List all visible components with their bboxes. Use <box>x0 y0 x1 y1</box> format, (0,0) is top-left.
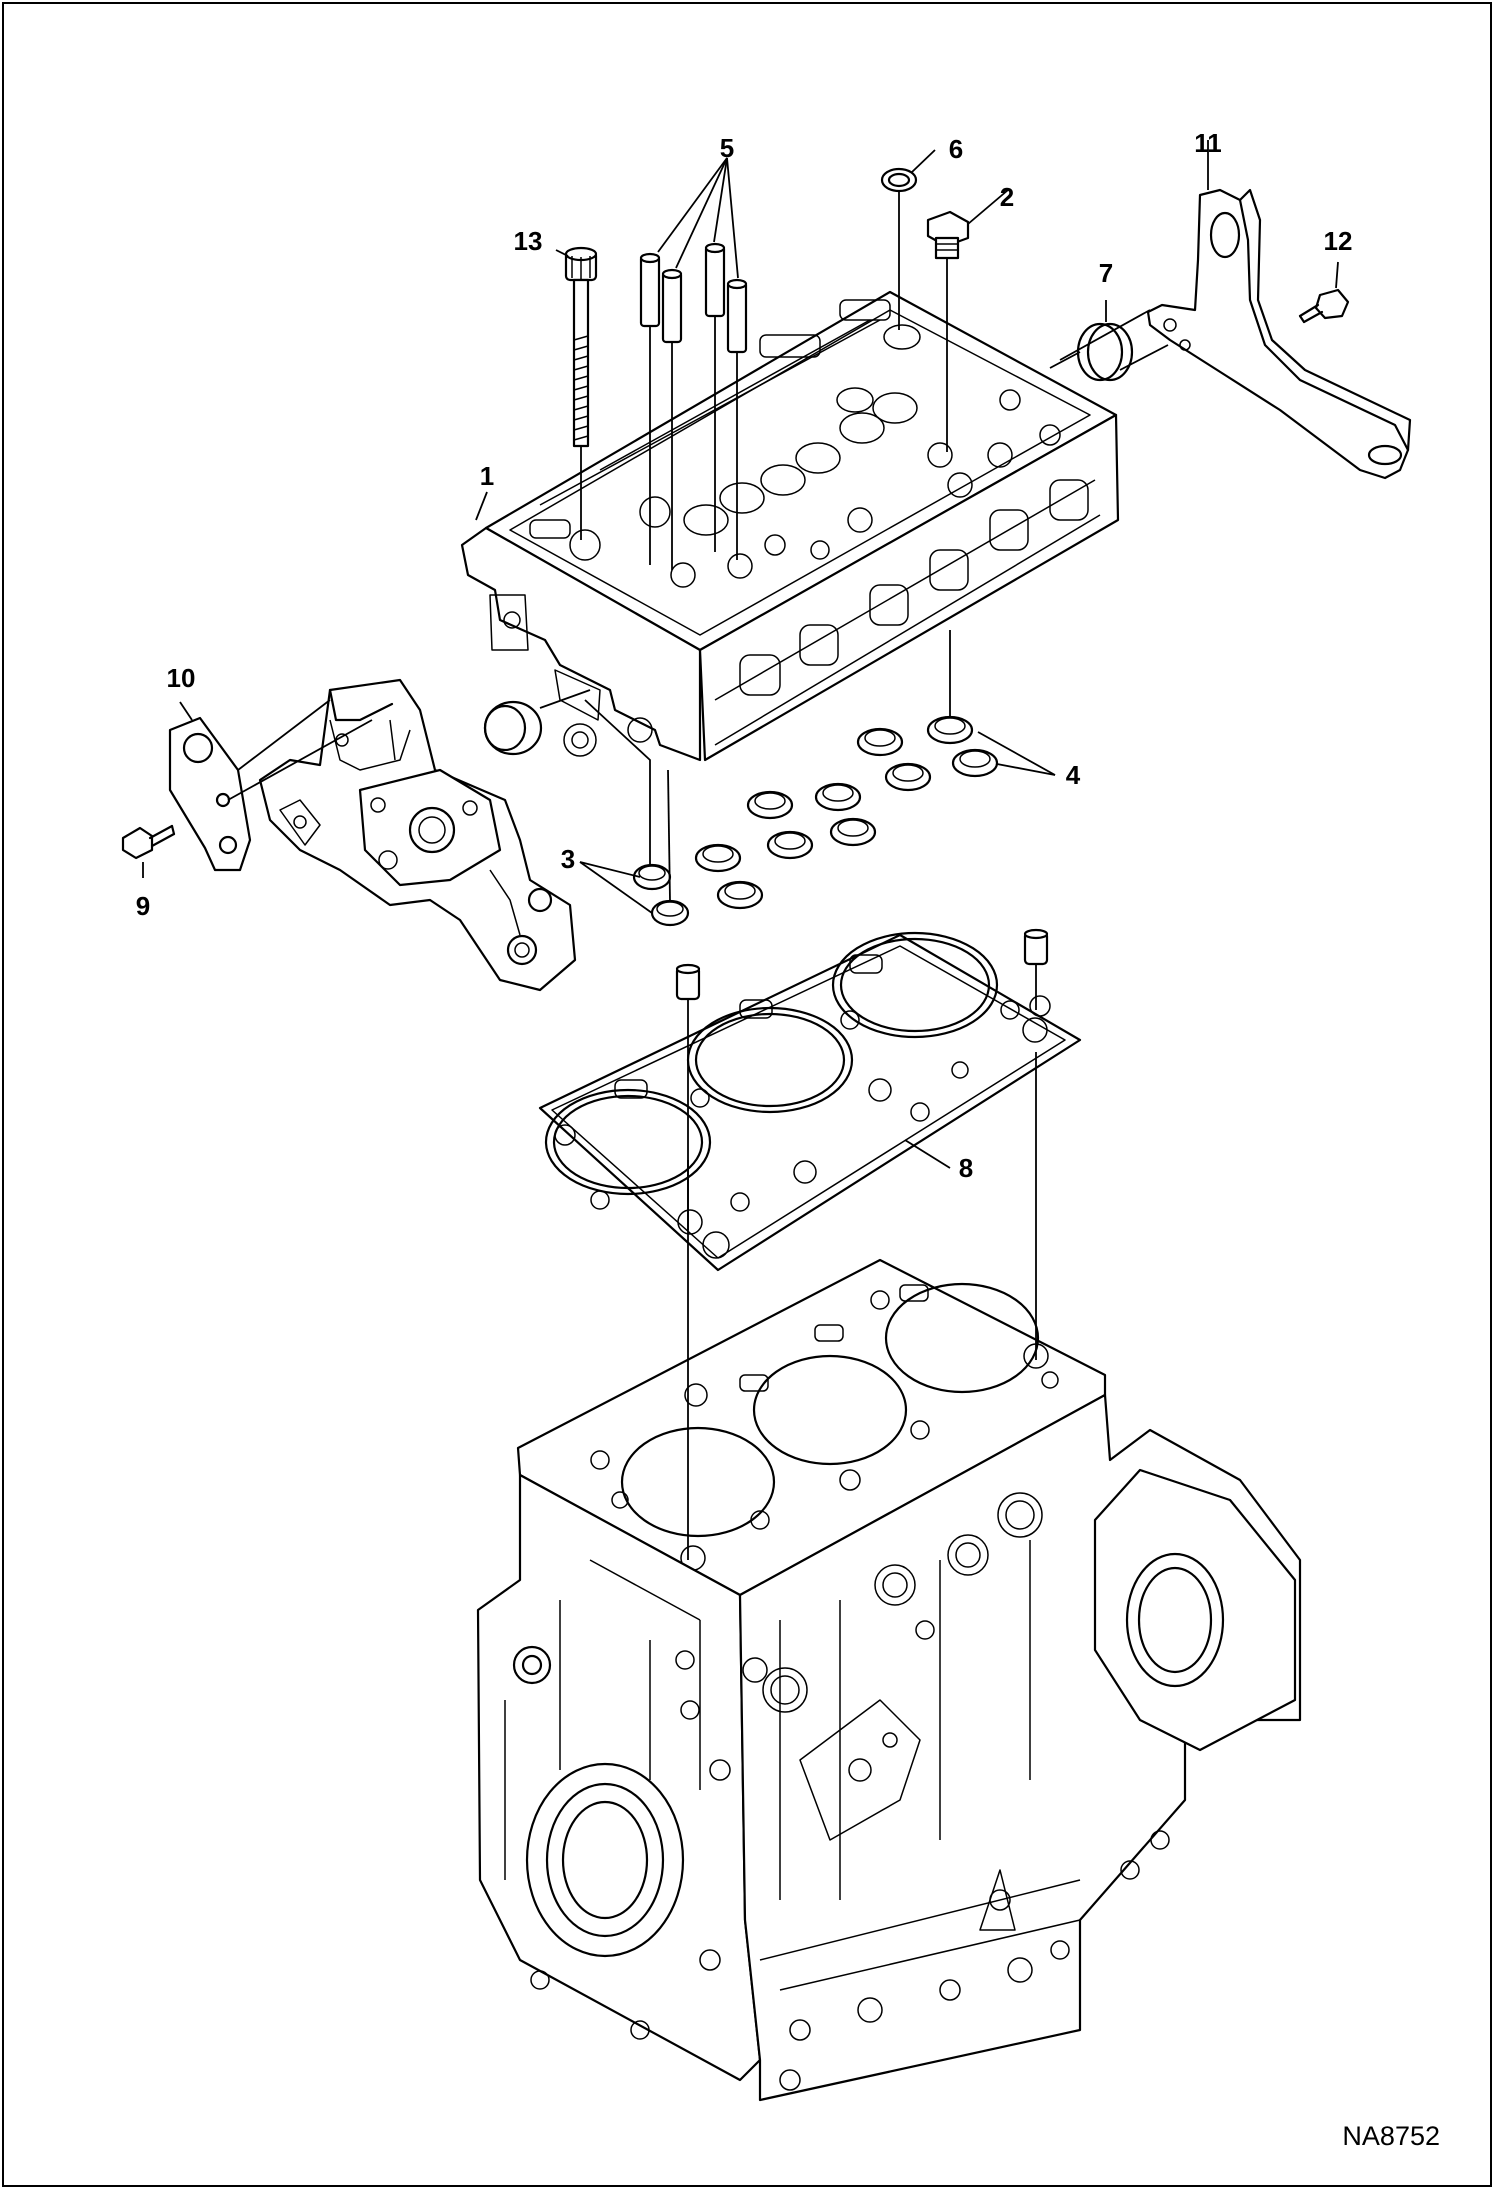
part-3-seals <box>483 700 999 927</box>
callout-13: 13 <box>514 226 543 256</box>
engine-block <box>476 1258 1302 2102</box>
part-8-head-gasket <box>538 931 1082 1272</box>
part-2-plug <box>926 210 970 260</box>
callout-5: 5 <box>720 133 734 163</box>
callout-10: 10 <box>167 663 196 693</box>
part-10-bracket <box>168 716 252 872</box>
part-1-cylinder-head <box>460 290 1120 762</box>
dowel-pins <box>675 928 1049 1001</box>
callout-6: 6 <box>949 134 963 164</box>
part-12-bolt <box>1298 288 1350 324</box>
callouts: 1 2 3 4 5 6 7 8 9 10 11 12 13 <box>136 128 1353 1183</box>
callout-2: 2 <box>1000 182 1014 212</box>
drawing-reference-id: NA8752 <box>1342 2121 1440 2151</box>
leader-lines <box>142 140 1339 1560</box>
callout-12: 12 <box>1324 226 1353 256</box>
part-11-bracket <box>1146 188 1412 480</box>
part-9-bolt <box>121 824 176 860</box>
callout-9: 9 <box>136 891 150 921</box>
callout-4: 4 <box>1066 760 1081 790</box>
callout-1: 1 <box>480 461 494 491</box>
part-7-plug <box>1076 322 1134 382</box>
callout-11: 11 <box>1194 128 1222 158</box>
part-13-head-bolt <box>564 246 598 448</box>
part-5-valve-guides <box>639 242 748 354</box>
callout-7: 7 <box>1099 258 1113 288</box>
callout-3: 3 <box>561 844 575 874</box>
pump-assembly <box>258 678 577 992</box>
part-6-seal <box>880 167 918 193</box>
callout-8: 8 <box>959 1153 973 1183</box>
